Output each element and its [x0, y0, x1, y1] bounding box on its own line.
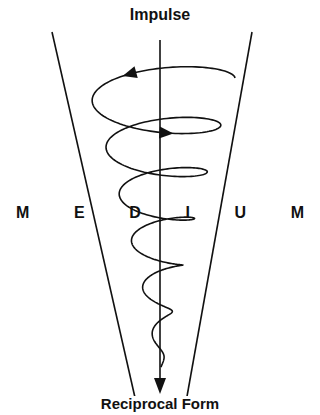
impulse-label: Impulse	[128, 6, 192, 24]
spiral-arrowhead	[159, 126, 173, 138]
axis-arrowhead	[154, 378, 166, 394]
medium-label: M E D I U M	[14, 204, 306, 222]
reciprocal-form-label: Reciprocal Form	[99, 396, 221, 413]
spiral-arrowhead	[123, 66, 138, 78]
